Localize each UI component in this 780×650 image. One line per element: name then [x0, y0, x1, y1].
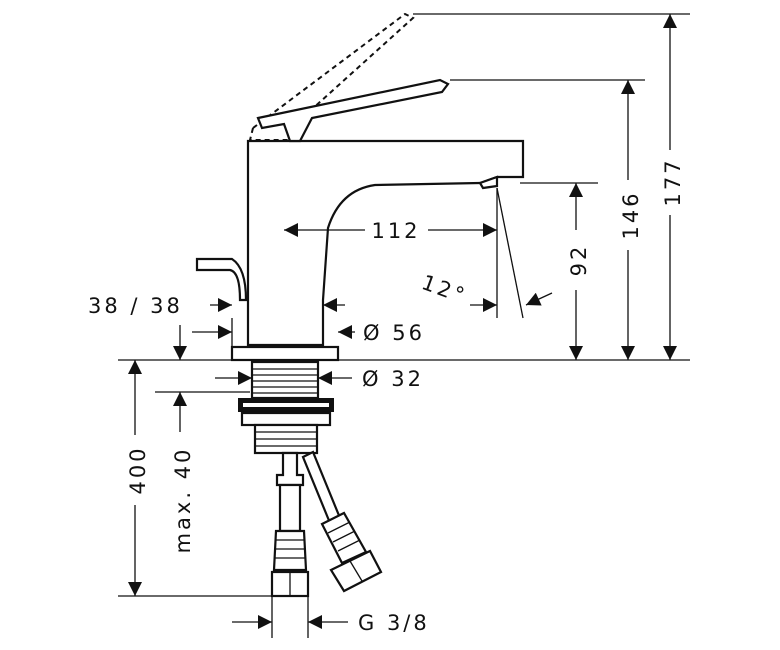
base-diameter-label: Ø 56: [363, 321, 425, 345]
connection-thread-label: G 3/8: [358, 611, 430, 635]
base-offsets-label: 38 / 38: [88, 294, 183, 318]
max-thickness-label: max. 40: [171, 447, 195, 554]
extension-lines: [118, 13, 690, 638]
shank-diameter-label: Ø 32: [362, 367, 424, 391]
dimension-arrows: [128, 14, 677, 629]
spout-reach-label: 112: [371, 219, 420, 243]
spout-height-label: 92: [567, 244, 591, 277]
lever-height-label: 146: [619, 190, 643, 239]
faucet-body: [195, 12, 525, 598]
total-height-label: 177: [661, 157, 685, 206]
hose-length-label: 400: [126, 445, 150, 494]
spout-angle-label: 12°: [419, 270, 471, 308]
